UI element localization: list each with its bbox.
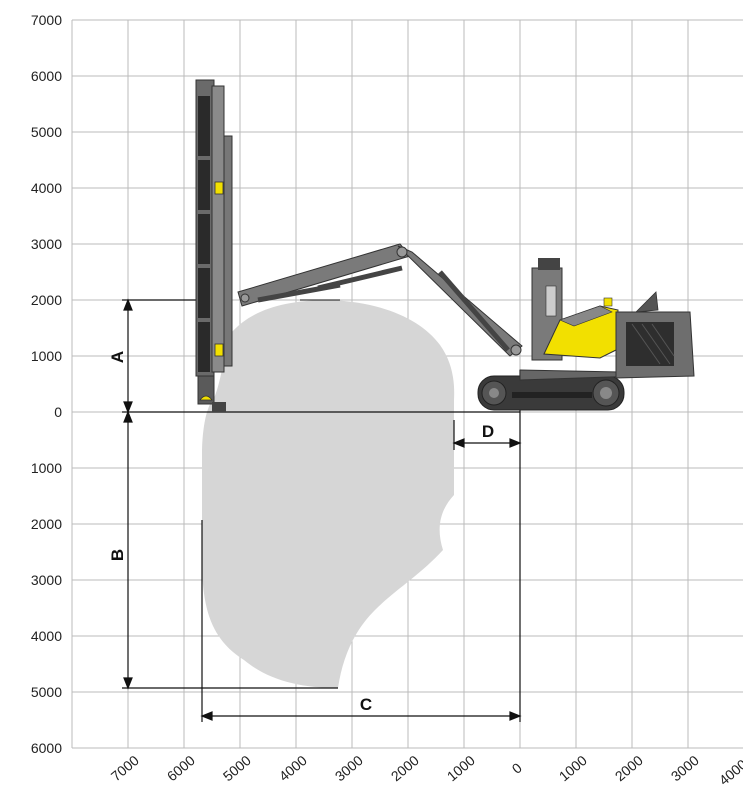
y-tick: 4000	[31, 180, 62, 196]
y-tick: 7000	[31, 12, 62, 28]
dimension-d	[452, 420, 522, 450]
x-tick: 6000	[164, 752, 198, 784]
dimension-label-c: C	[360, 695, 372, 714]
y-tick: 0	[54, 404, 62, 420]
dimension-c	[200, 370, 522, 722]
y-tick: 6000	[31, 68, 62, 84]
coverage-area	[202, 300, 455, 688]
y-tick: 4000	[31, 628, 62, 644]
x-axis-labels: 7000 6000 5000 4000 3000 2000 1000 0 100…	[108, 752, 743, 788]
x-tick: 5000	[220, 752, 254, 784]
dimension-b	[122, 410, 338, 690]
y-tick: 1000	[31, 348, 62, 364]
x-tick: 0	[509, 759, 525, 776]
feed-mast	[195, 79, 233, 412]
y-axis-labels: 7000 6000 5000 4000 3000 2000 1000 0 100…	[31, 12, 62, 756]
x-tick: 4000	[276, 752, 310, 784]
x-tick: 1000	[556, 752, 590, 784]
x-tick: 2000	[612, 752, 646, 784]
x-tick: 3000	[668, 752, 702, 784]
dimension-label-a: A	[108, 351, 127, 363]
dimension-a	[122, 298, 198, 414]
drill-rig-illustration	[195, 79, 695, 412]
x-tick: 1000	[444, 752, 478, 784]
x-tick: 7000	[108, 752, 142, 784]
dimension-label-d: D	[482, 422, 494, 441]
boom	[237, 243, 523, 357]
y-tick: 3000	[31, 236, 62, 252]
x-tick: 3000	[332, 752, 366, 784]
x-tick: 2000	[388, 752, 422, 784]
y-tick: 5000	[31, 124, 62, 140]
x-tick: 4000	[716, 756, 743, 788]
y-tick: 5000	[31, 684, 62, 700]
y-tick: 3000	[31, 572, 62, 588]
y-tick: 2000	[31, 516, 62, 532]
carrier	[477, 258, 695, 411]
dimension-label-b: B	[108, 549, 127, 561]
y-tick: 6000	[31, 740, 62, 756]
y-tick: 2000	[31, 292, 62, 308]
y-tick: 1000	[31, 460, 62, 476]
